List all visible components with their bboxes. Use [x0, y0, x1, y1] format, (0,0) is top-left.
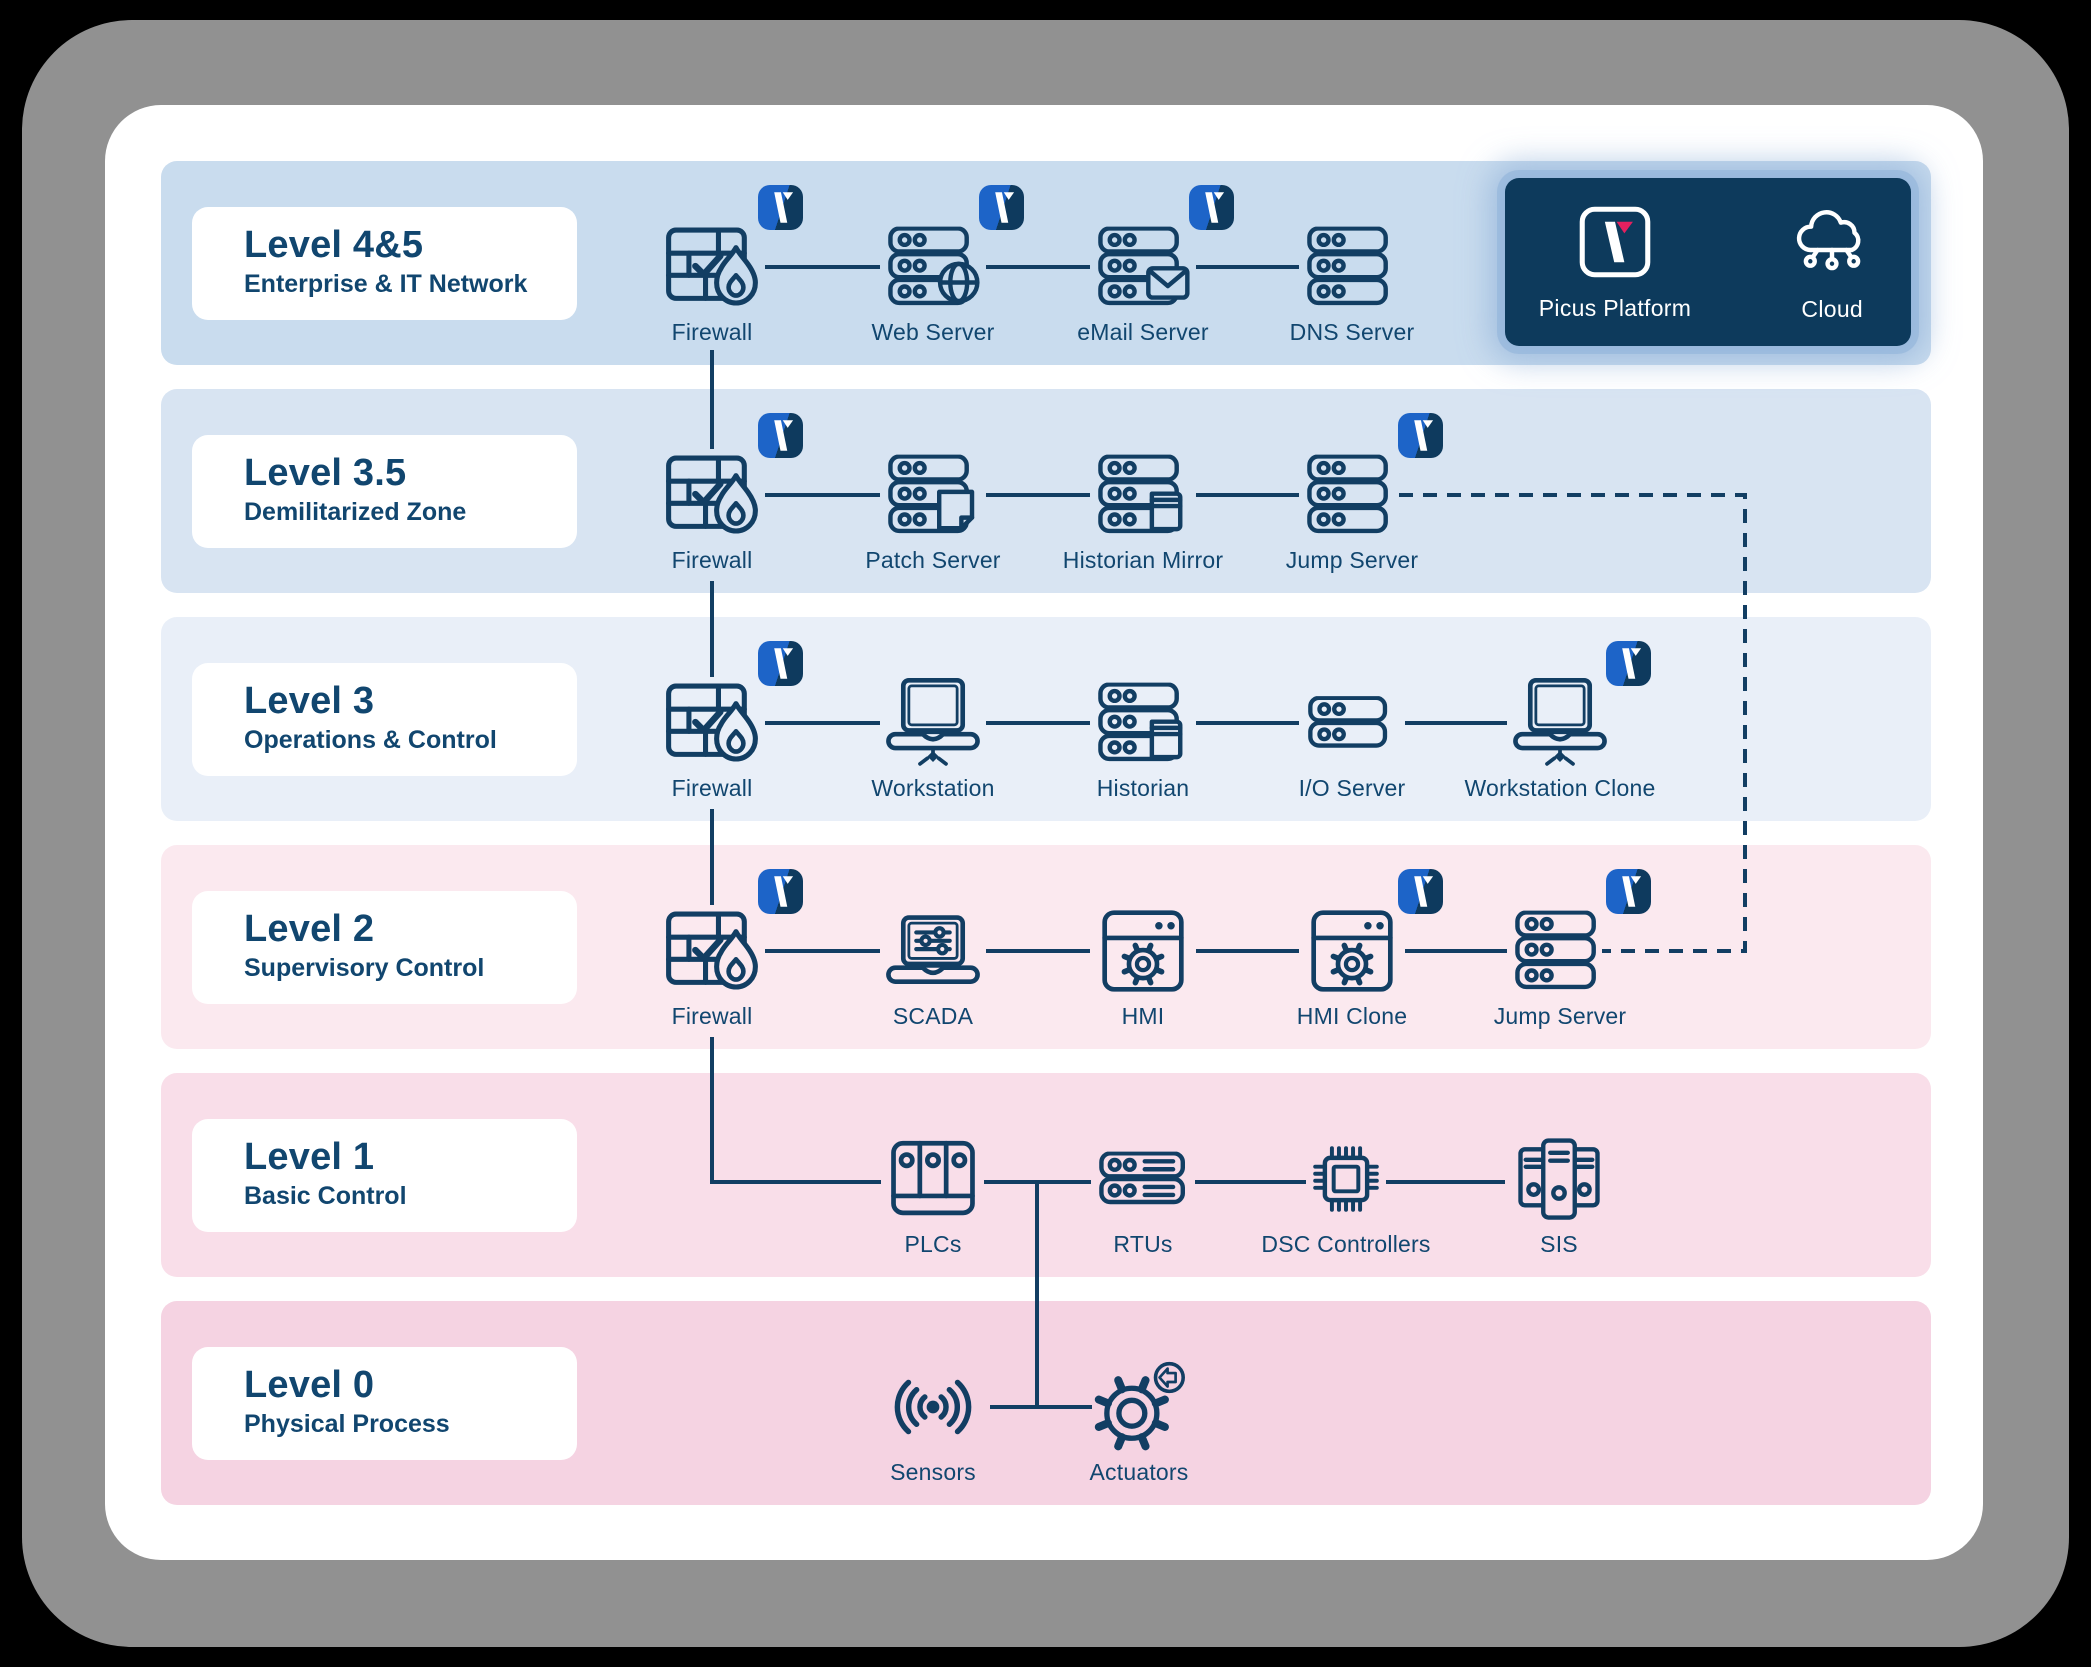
cloud-icon	[1787, 201, 1877, 286]
device-label: Jump Server	[1493, 1003, 1627, 1029]
sensors-icon	[883, 1362, 983, 1453]
picus-agent-badge-icon	[758, 413, 803, 458]
patch-server-icon	[886, 454, 980, 536]
picus-agent-badge-icon	[758, 869, 803, 914]
web-server-icon	[886, 226, 980, 308]
picus-logo-icon	[1576, 203, 1654, 286]
jump-server-icon	[1305, 454, 1399, 536]
device-label: PLCs	[904, 1231, 962, 1257]
device-label: DSC Controllers	[1261, 1231, 1431, 1257]
band-label-box: Level 3.5 Demilitarized Zone	[192, 435, 577, 548]
sis-icon	[1510, 1135, 1608, 1223]
picus-platform: Picus Platform	[1539, 203, 1691, 322]
band-subtitle: Physical Process	[244, 1409, 450, 1438]
band-subtitle: Operations & Control	[244, 725, 497, 754]
device-label: HMI	[1121, 1003, 1165, 1029]
device-label: Firewall	[671, 1003, 753, 1029]
band-label-box: Level 3 Operations & Control	[192, 663, 577, 776]
plcs-icon	[886, 1138, 980, 1221]
band-label-box: Level 1 Basic Control	[192, 1119, 577, 1232]
band-label-box: Level 4&5 Enterprise & IT Network	[192, 207, 577, 320]
platform-item-label: Picus Platform	[1538, 294, 1692, 321]
dns-server-icon	[1305, 226, 1399, 308]
device-label: Firewall	[671, 319, 753, 345]
band-title: Level 3.5	[244, 452, 407, 494]
device-label: I/O Server	[1298, 775, 1406, 801]
picus-agent-badge-icon	[758, 185, 803, 230]
email-server-icon	[1096, 226, 1190, 308]
device-label: SCADA	[892, 1003, 974, 1029]
band-subtitle: Enterprise & IT Network	[244, 269, 528, 298]
dsc-controllers-icon	[1302, 1135, 1390, 1223]
picus-platform-box: Picus Platform Cloud	[1505, 178, 1911, 346]
device-label: SIS	[1540, 1231, 1578, 1257]
historian-icon	[1096, 682, 1190, 764]
device-label: Patch Server	[865, 547, 1001, 573]
historian-mirror-icon	[1096, 454, 1190, 536]
band-label-box: Level 2 Supervisory Control	[192, 891, 577, 1004]
band-subtitle: Supervisory Control	[244, 953, 485, 982]
device-label: Web Server	[871, 319, 995, 345]
band-subtitle: Basic Control	[244, 1181, 407, 1210]
device-label: RTUs	[1113, 1231, 1173, 1257]
device-label: DNS Server	[1289, 319, 1415, 345]
band-title: Level 1	[244, 1136, 375, 1178]
device-label: Historian	[1096, 775, 1190, 801]
band-title: Level 0	[244, 1364, 375, 1406]
picus-agent-badge-icon	[1398, 869, 1443, 914]
picus-agent-badge-icon	[979, 185, 1024, 230]
picus-agent-badge-icon	[1606, 641, 1651, 686]
device-label: Firewall	[671, 775, 753, 801]
picus-agent-badge-icon	[1606, 869, 1651, 914]
jump-server-icon	[1513, 910, 1607, 992]
firewall-icon	[664, 224, 760, 311]
i-o-server-icon	[1306, 695, 1398, 750]
band-subtitle: Demilitarized Zone	[244, 497, 467, 526]
device-label: Workstation Clone	[1464, 775, 1656, 801]
workstation-icon	[881, 677, 985, 770]
device-label: HMI Clone	[1296, 1003, 1408, 1029]
device-label: Jump Server	[1285, 547, 1419, 573]
device-label: Firewall	[671, 547, 753, 573]
device-label: Workstation	[871, 775, 995, 801]
firewall-icon	[664, 452, 760, 539]
device-label: eMail Server	[1077, 319, 1209, 345]
hmi-clone-icon	[1309, 908, 1395, 994]
picus-agent-badge-icon	[758, 641, 803, 686]
firewall-icon	[664, 908, 760, 995]
actuators-icon	[1089, 1360, 1189, 1455]
band-title: Level 4&5	[244, 224, 424, 266]
band-label-box: Level 0 Physical Process	[192, 1347, 577, 1460]
device-label: Sensors	[890, 1459, 976, 1485]
band-title: Level 2	[244, 908, 375, 950]
platform-item-label: Cloud	[1801, 295, 1864, 322]
firewall-icon	[664, 680, 760, 767]
band-title: Level 3	[244, 680, 375, 722]
workstation-clone-icon	[1508, 677, 1612, 770]
scada-icon	[881, 914, 985, 988]
picus-agent-badge-icon	[1189, 185, 1234, 230]
cloud: Cloud	[1787, 201, 1877, 322]
picus-agent-badge-icon	[1398, 413, 1443, 458]
hmi-icon	[1100, 908, 1186, 994]
rtus-icon	[1097, 1151, 1189, 1207]
device-label: Actuators	[1089, 1459, 1189, 1485]
device-label: Historian Mirror	[1062, 547, 1224, 573]
